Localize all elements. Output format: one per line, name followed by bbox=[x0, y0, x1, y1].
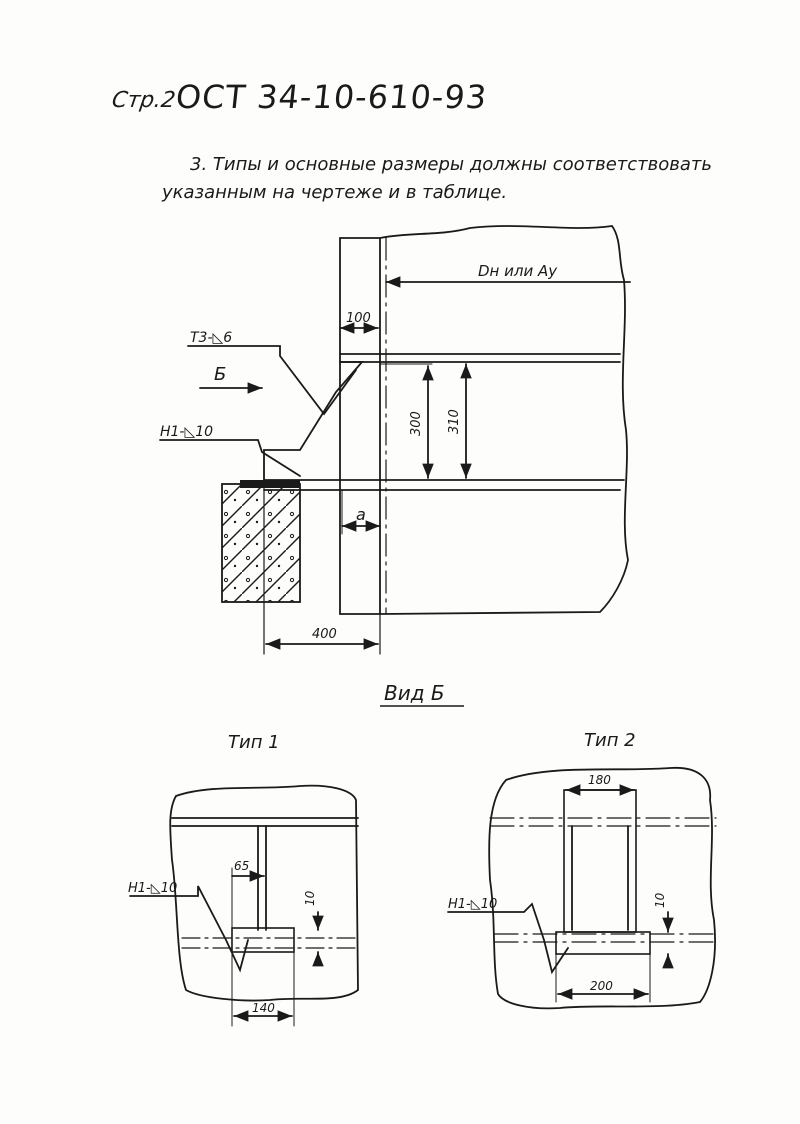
clause-text-line-2: указанным на чертеже и в таблице. bbox=[162, 182, 508, 203]
clause-text-line-1: 3. Типы и основные размеры должны соотве… bbox=[190, 154, 713, 175]
type2-dim-10: 10 bbox=[653, 892, 667, 908]
dim-400: 400 bbox=[312, 627, 337, 642]
type2-title: Тип 2 bbox=[584, 730, 636, 751]
pipe-outline bbox=[339, 225, 629, 615]
dim-300: 300 bbox=[409, 411, 424, 436]
weld-label-t3: Т3-◺6 bbox=[190, 330, 232, 346]
support-gusset bbox=[263, 361, 364, 481]
dim-310: 310 bbox=[447, 409, 462, 434]
view-b-title: Вид Б bbox=[384, 681, 445, 705]
type1-dim-10: 10 bbox=[303, 890, 317, 906]
weld-label-h1: Н1-◺10 bbox=[160, 424, 213, 440]
type1-weld-label: Н1-◺10 bbox=[128, 881, 177, 896]
type1-dim-65: 65 bbox=[234, 859, 249, 873]
concrete-support bbox=[221, 483, 301, 603]
type2-dim-200: 200 bbox=[590, 979, 613, 993]
type1-dim-140: 140 bbox=[252, 1001, 275, 1015]
type2-weld-label: Н1-◺10 bbox=[448, 897, 497, 912]
diameter-label: Dн или Ау bbox=[478, 262, 558, 280]
view-arrow-label: Б bbox=[214, 364, 226, 385]
type2-dim-180: 180 bbox=[588, 773, 611, 787]
type1-title: Тип 1 bbox=[228, 732, 280, 753]
type1-outline bbox=[169, 784, 359, 1002]
dim-a: a bbox=[356, 505, 366, 524]
type2-outline bbox=[488, 767, 716, 1010]
dim-100: 100 bbox=[346, 311, 371, 326]
